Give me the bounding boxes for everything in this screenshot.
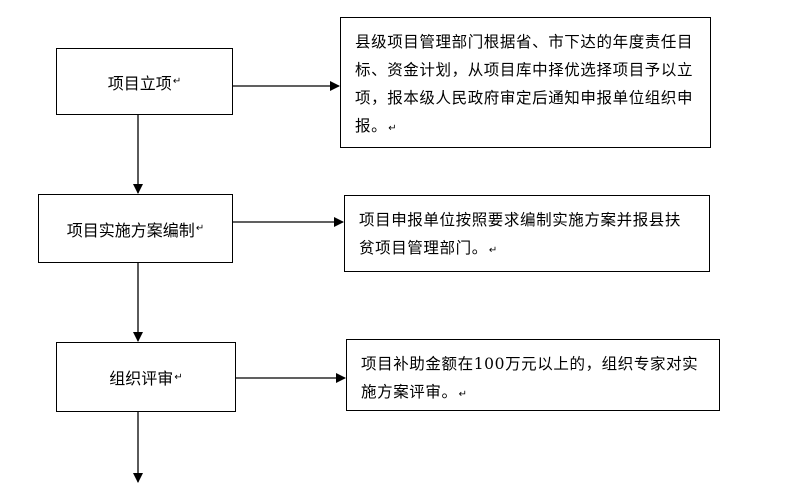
description-box-1: 县级项目管理部门根据省、市下达的年度责任目标、资金计划，从项目库中择优选择项目予… [340,17,711,148]
paragraph-mark-icon: ↵ [195,223,205,234]
paragraph-mark-icon: ↵ [458,389,468,400]
step-box-3: 组织评审↵ [56,342,236,412]
paragraph-mark-icon: ↵ [172,76,182,87]
step-box-1: 项目立项↵ [56,48,233,115]
step-label: 组织评审 [109,369,174,388]
description-box-3: 项目补助金额在100万元以上的，组织专家对实施方案评审。↵ [346,339,720,411]
paragraph-mark-icon: ↵ [488,245,498,256]
paragraph-mark-icon: ↵ [388,123,398,134]
description-text: 县级项目管理部门根据省、市下达的年度责任目标、资金计划，从项目库中择优选择项目予… [355,33,694,135]
description-box-2: 项目申报单位按照要求编制实施方案并报县扶贫项目管理部门。↵ [344,195,710,272]
step-label: 项目立项 [107,73,172,93]
description-text: 项目补助金额在100万元以上的，组织专家对实施方案评审。 [361,355,699,401]
step-box-2: 项目实施方案编制↵ [38,194,233,263]
step-label: 项目实施方案编制 [66,220,195,240]
paragraph-mark-icon: ↵ [174,371,183,383]
description-text: 项目申报单位按照要求编制实施方案并报县扶贫项目管理部门。 [359,211,682,257]
